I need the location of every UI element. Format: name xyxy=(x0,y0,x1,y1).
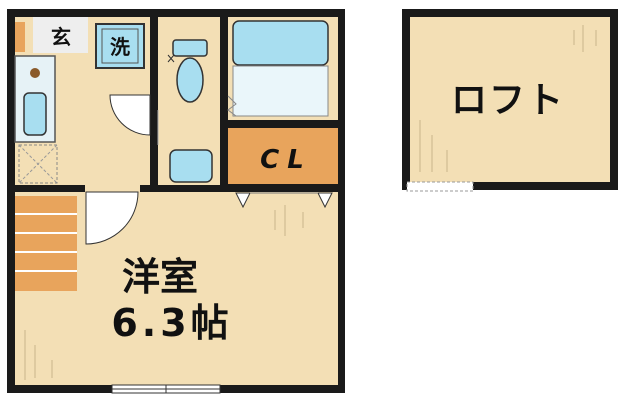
room-door-swing xyxy=(85,191,139,245)
loft-stairs xyxy=(15,196,77,291)
genkan-label: 玄 xyxy=(51,25,71,49)
closet-door-mark-right xyxy=(317,192,333,209)
laundry-label: 洗 xyxy=(110,35,130,59)
room-size-label: 6.3帖 xyxy=(111,301,232,345)
stove-burner xyxy=(30,68,40,78)
fridge-cross-b xyxy=(18,144,58,184)
washer-inner xyxy=(101,28,139,64)
toilet-tank xyxy=(172,39,208,57)
genkan-left-strip xyxy=(15,22,25,52)
toilet-handle xyxy=(167,54,175,63)
shower-area xyxy=(232,65,329,117)
room-sheen-lines xyxy=(24,205,304,380)
room-name-label: 洋室 xyxy=(122,255,198,299)
loft-sheen-lines xyxy=(419,25,597,172)
bath-door-marks xyxy=(227,95,237,117)
wash-basin xyxy=(169,149,213,183)
loft-opening xyxy=(406,181,474,192)
main-unit xyxy=(7,9,345,394)
fridge-space xyxy=(18,144,58,184)
loft-floor xyxy=(410,17,610,182)
closet-area xyxy=(228,128,338,184)
loft-label: ロフト xyxy=(451,80,565,121)
corridor-door-swing xyxy=(109,94,151,136)
room-door-gap xyxy=(85,184,140,193)
genkan-area xyxy=(33,17,88,53)
closet-label: CL xyxy=(260,145,312,175)
bathtub xyxy=(232,20,329,66)
closet-door-mark-left xyxy=(235,192,251,209)
loft-unit xyxy=(402,9,618,192)
toilet-bowl xyxy=(176,57,204,103)
kitchen-sink xyxy=(23,92,47,136)
